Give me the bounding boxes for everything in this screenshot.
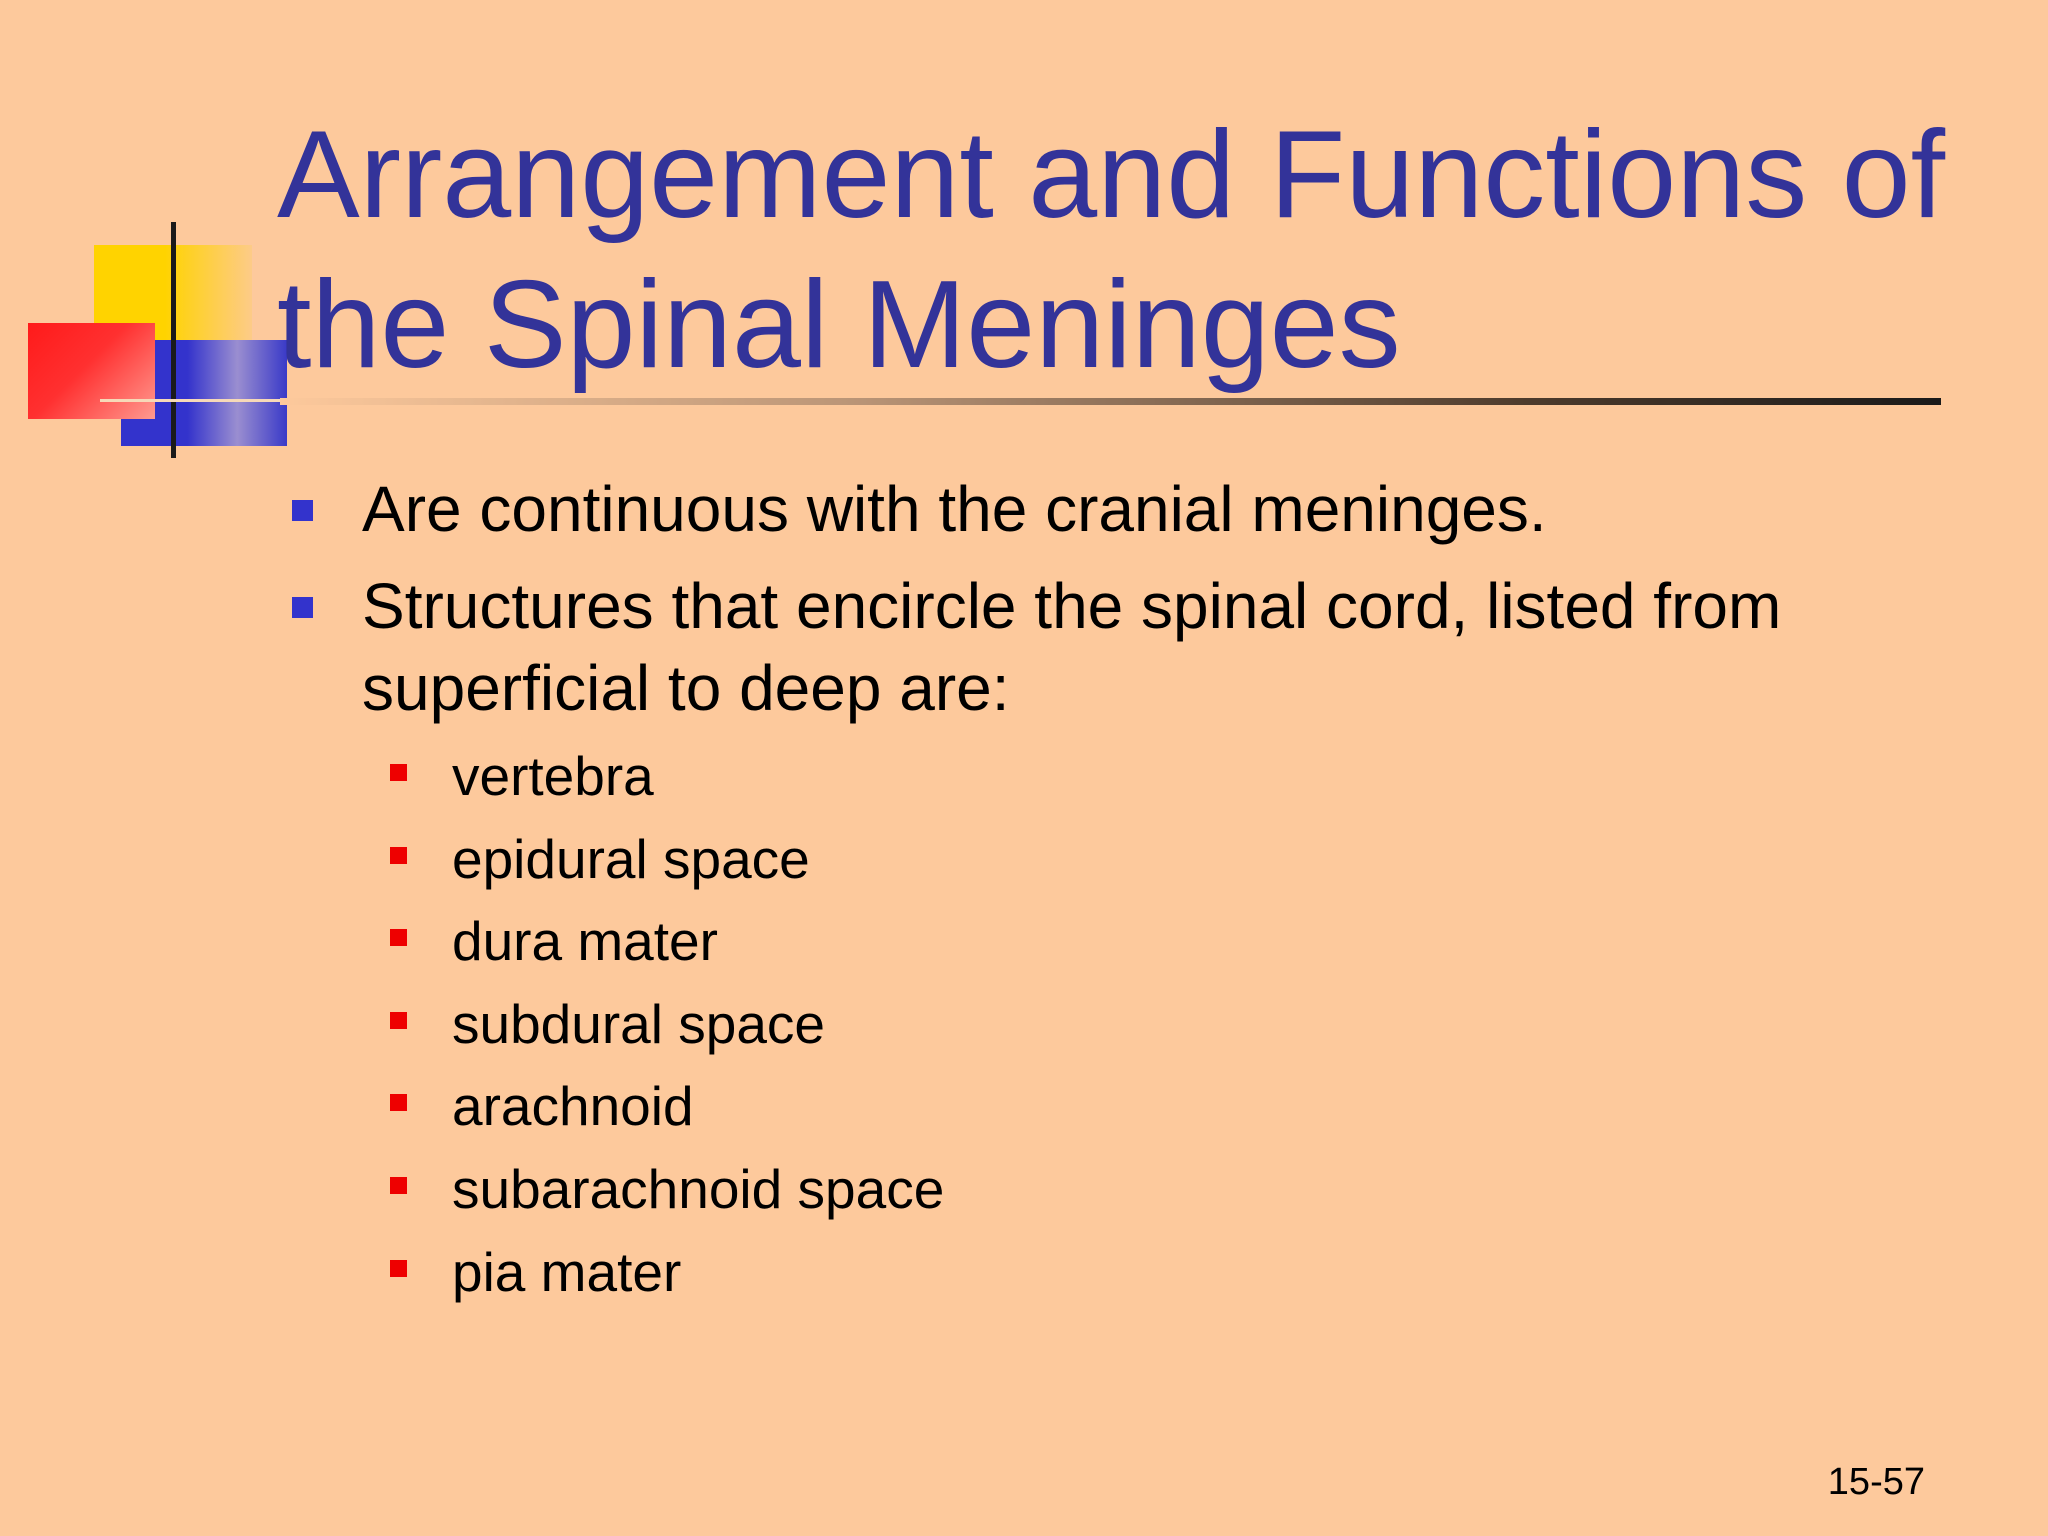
sub-bullet-item: pia mater	[390, 1240, 1652, 1304]
bullet-text: Structures that encircle the spinal cord…	[362, 570, 1782, 724]
sub-bullet-text: pia mater	[452, 1241, 682, 1303]
sub-bullet-text: arachnoid	[452, 1075, 694, 1137]
sub-bullet-text: subdural space	[452, 993, 826, 1055]
bullet-text: Are continuous with the cranial meninges…	[362, 473, 1547, 545]
bullet-item: Structures that encircle the spinal cord…	[292, 565, 1962, 729]
sub-bullet-item: epidural space	[390, 827, 1652, 891]
sub-bullet-text: vertebra	[452, 745, 654, 807]
sub-bullet-item: dura mater	[390, 909, 1652, 973]
sub-bullet-text: subarachnoid space	[452, 1158, 945, 1220]
logo-vertical-line	[171, 222, 176, 458]
square-bullet-icon	[390, 929, 407, 946]
square-bullet-icon	[390, 1177, 407, 1194]
sub-bullet-item: vertebra	[390, 744, 1652, 808]
sub-bullet-text: dura mater	[452, 910, 718, 972]
square-bullet-icon	[292, 597, 313, 618]
title-underline	[280, 398, 1941, 405]
sub-bullet-item: arachnoid	[390, 1074, 1652, 1138]
square-bullet-icon	[390, 764, 407, 781]
sub-bullet-item: subarachnoid space	[390, 1157, 1652, 1221]
square-bullet-icon	[390, 1012, 407, 1029]
decorative-squares-logo	[0, 0, 300, 470]
red-square	[28, 323, 155, 419]
square-bullet-icon	[390, 1094, 407, 1111]
slide-title: Arrangement and Functions of the Spinal …	[277, 106, 1946, 394]
sub-bullet-text: epidural space	[452, 828, 810, 890]
slide-number: 15-57	[1827, 1461, 1925, 1503]
square-bullet-icon	[390, 1260, 407, 1277]
sub-bullet-item: subdural space	[390, 992, 1652, 1056]
logo-horizontal-line	[100, 399, 290, 402]
square-bullet-icon	[390, 847, 407, 864]
bullet-item: Are continuous with the cranial meninges…	[292, 468, 1962, 550]
square-bullet-icon	[292, 500, 313, 521]
